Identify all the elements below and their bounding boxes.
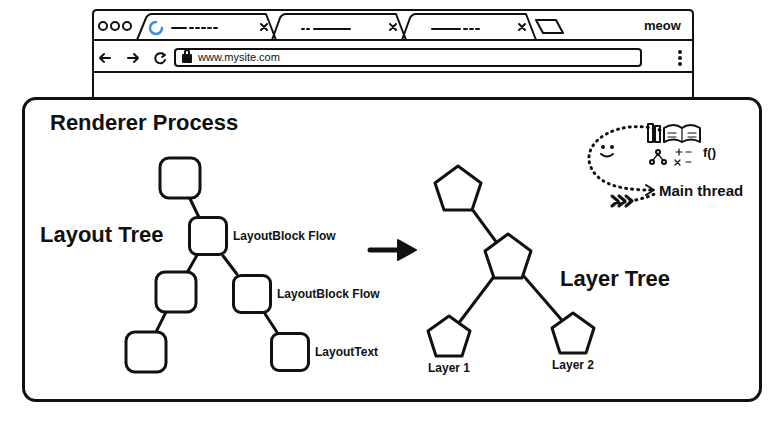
layout-box: LayoutText [270,332,310,372]
tree-title: Layout Tree [40,222,163,247]
pentagon-shape [552,313,594,353]
thread-label: Main thread [659,182,743,199]
url-text: www.mysite.com [198,51,280,64]
tab-strip-text: meow [644,19,681,34]
layout-box: LayoutBlock Flow [188,216,228,256]
pentagon-outline [426,314,472,358]
node-label: Layer 1 [428,361,470,375]
node-label: LayoutBlock Flow [233,229,336,243]
pentagon-outline [550,311,596,355]
node-label: LayoutText [315,345,378,359]
layout-box: LayoutBlock Flow [232,274,272,314]
node-label: Layer 2 [552,358,594,372]
tree-connector [223,256,237,274]
layer-pentagon: Layer 1 [426,314,472,358]
node-label: LayoutBlock Flow [277,287,380,301]
process-panel: Renderer ProcessLayoutBlock FlowLayoutBl… [22,97,762,402]
layer-pentagon: Layer 2 [550,311,596,355]
tree-title: Layer Tree [560,266,670,291]
pentagon-shape [428,316,470,356]
tree-connector [265,314,277,332]
function-symbol: f() [703,146,716,161]
panel-heading: Renderer Process [50,110,238,136]
